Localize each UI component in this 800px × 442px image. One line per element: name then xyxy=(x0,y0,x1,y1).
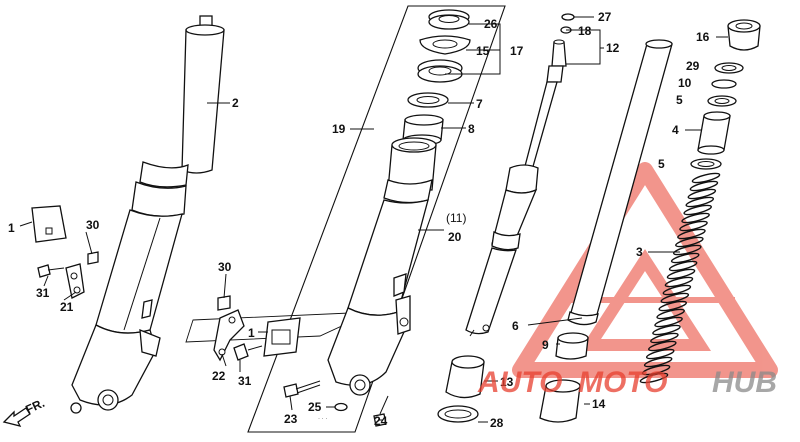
callout-31-middle: 31 xyxy=(238,374,252,388)
callout-1-middle: 1 xyxy=(248,326,255,340)
callout-5-top: 5 xyxy=(676,93,683,107)
seal-stack xyxy=(402,9,471,146)
callout-31-left: 31 xyxy=(36,286,50,300)
spring-coil xyxy=(660,292,690,304)
watermark-part-2: MOTO xyxy=(578,366,667,399)
callout-7: 7 xyxy=(476,97,483,111)
callout-1-left: 1 xyxy=(8,221,15,235)
left-fork-assembly xyxy=(70,15,225,414)
spring-coil xyxy=(652,324,681,336)
fork-spring xyxy=(639,172,721,384)
callout-30-middle: 30 xyxy=(218,260,232,274)
guard-plate xyxy=(31,205,67,243)
spring-coil xyxy=(672,244,702,256)
spring-coil xyxy=(677,228,706,240)
callout-8: 8 xyxy=(468,122,475,136)
callout-2: 2 xyxy=(232,96,239,110)
oil-lock-piece xyxy=(437,355,485,423)
spring-coil xyxy=(654,316,683,328)
callout-12: 12 xyxy=(606,41,620,55)
callout-4: 4 xyxy=(672,123,679,137)
callout-20: 20 xyxy=(448,230,462,244)
callout-23: 23 xyxy=(284,412,298,426)
callout-6: 6 xyxy=(512,319,519,333)
callout-5-bottom: 5 xyxy=(658,157,665,171)
callout-25: 25 xyxy=(308,400,322,414)
callout-24: 24 xyxy=(374,414,388,428)
callout-29: 29 xyxy=(686,59,700,73)
spring-coil xyxy=(645,348,675,360)
spring-coil xyxy=(687,188,717,200)
callout-11: (11) xyxy=(446,211,466,225)
front-direction-indicator: FR. xyxy=(2,396,47,427)
callout-10: 10 xyxy=(678,76,692,90)
bottom-bolts: · · · xyxy=(283,380,389,427)
leader-lines xyxy=(19,16,728,423)
front-arrow-icon xyxy=(2,407,31,427)
bushings xyxy=(539,332,589,423)
spring-coil xyxy=(650,332,679,344)
spring-coil xyxy=(639,372,669,384)
callout-26: 26 xyxy=(484,17,498,31)
damper-rod xyxy=(465,13,575,337)
spring-stack xyxy=(639,19,761,384)
spring-coil xyxy=(666,268,696,280)
fork-tube xyxy=(567,39,673,326)
spring-coil xyxy=(641,364,671,376)
callout-30-left: 30 xyxy=(86,218,100,232)
middle-clamp-group xyxy=(213,295,301,362)
bolt-head xyxy=(37,264,51,278)
spring-coil xyxy=(683,204,712,216)
callout-17: 17 xyxy=(510,44,524,58)
callout-13: 13 xyxy=(500,375,514,389)
watermark-text: AUTO MOTO HUB xyxy=(477,366,777,399)
callout-14: 14 xyxy=(592,397,606,411)
spring-coil xyxy=(656,308,685,320)
callout-16: 16 xyxy=(696,30,710,44)
spring-coil xyxy=(662,284,692,296)
spring-coil xyxy=(681,212,710,224)
spring-coil xyxy=(664,276,694,288)
spring-coil xyxy=(643,356,673,368)
callout-9: 9 xyxy=(542,338,549,352)
callout-labels: 2 1 30 31 21 30 1 22 31 23 25 24 19 (11)… xyxy=(8,10,710,430)
spring-coil xyxy=(685,196,715,208)
spring-coil xyxy=(648,340,677,352)
spring-coil xyxy=(689,180,719,192)
outer-tube-box xyxy=(185,5,506,433)
callout-22: 22 xyxy=(212,369,226,383)
spring-coil xyxy=(679,220,708,232)
spring-coil xyxy=(658,300,688,312)
fine-print: · · · xyxy=(318,416,327,422)
callout-3: 3 xyxy=(636,245,643,259)
callout-27: 27 xyxy=(598,10,612,24)
callout-19: 19 xyxy=(332,122,346,136)
left-clamp-group xyxy=(31,205,99,299)
direction-label: FR. xyxy=(23,396,46,417)
nut xyxy=(87,251,99,265)
spring-coil xyxy=(670,252,700,264)
spring-coil xyxy=(668,260,698,272)
callout-21: 21 xyxy=(60,300,74,314)
callout-15: 15 xyxy=(476,44,490,58)
spring-coil xyxy=(675,236,704,248)
callout-18: 18 xyxy=(578,24,592,38)
callout-28: 28 xyxy=(490,416,504,430)
outer-tube xyxy=(327,137,437,396)
watermark-part-3: HUB xyxy=(712,366,777,399)
watermark-part-1: AUTO xyxy=(477,366,562,399)
spring-coil xyxy=(691,172,721,184)
